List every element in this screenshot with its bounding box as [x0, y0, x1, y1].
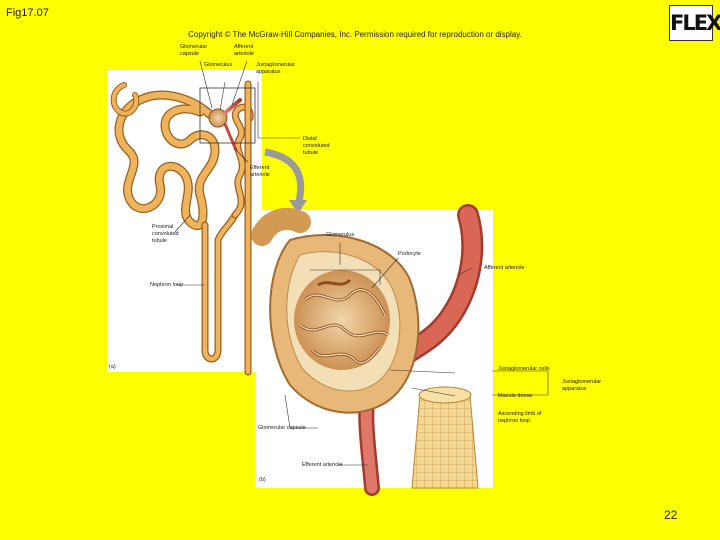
label-ascending-limb: Ascending limb of nephron loop	[498, 411, 542, 424]
label-juxtaglomerular-cells: Juxtaglomerular cells	[498, 366, 550, 372]
page-number: 22	[664, 508, 678, 522]
label-panel-b: (b)	[259, 477, 266, 483]
label-afferent-arteriole-a: Afferent arteriole	[234, 44, 254, 57]
copyright-notice: Copyright © The McGraw-Hill Companies, I…	[188, 30, 522, 39]
label-glomerular-capsule-b: Glomerular capsule	[258, 425, 306, 431]
label-afferent-arteriole-b: Afferent arteriole	[484, 265, 525, 271]
label-panel-a: (a)	[109, 364, 116, 370]
label-glomerulus-a: Glomerulus	[204, 62, 233, 68]
slide-label: Fig17.07	[6, 7, 49, 19]
label-distal-convoluted-tubule: Distal convoluted tubule	[303, 136, 330, 156]
flex-logo: FLEX	[669, 5, 720, 41]
label-glomerulus-b: Glomerulus	[326, 232, 355, 238]
label-nephron-loop: Nephron loop	[150, 282, 184, 288]
panel-a-background	[107, 70, 262, 372]
label-podocyte: Podocyte	[398, 251, 421, 257]
label-proximal-convoluted-tubule: Proximal convoluted tubule	[152, 224, 179, 244]
label-juxtaglomerular-apparatus-a: Juxtaglomerular apparatus	[256, 62, 296, 75]
label-efferent-arteriole-b: Efferent arteriole	[302, 462, 343, 468]
label-glomerular-capsule-a: Glomerular capsule	[180, 44, 208, 57]
label-efferent-arteriole-a: Efferent arteriole	[250, 165, 270, 178]
panel-b-background	[255, 210, 493, 488]
flex-logo-text: FLEX	[670, 11, 720, 35]
label-juxtaglomerular-apparatus-b: Juxtaglomerular apparatus	[562, 379, 602, 392]
label-macula-densa: Macula densa	[498, 393, 533, 399]
